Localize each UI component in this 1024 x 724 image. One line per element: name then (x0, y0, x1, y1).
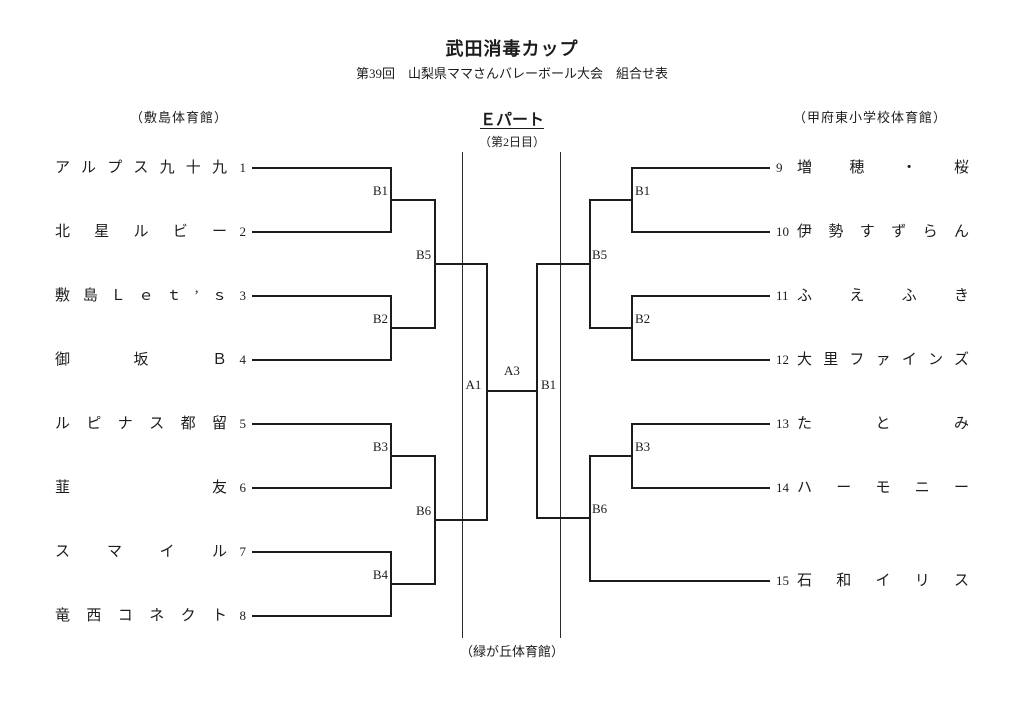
part-label: Ｅパート (479, 112, 544, 129)
team-name: ハーモニー (797, 480, 969, 496)
seed-number: 1 (239, 160, 247, 175)
day2-separator-left (462, 152, 463, 638)
match-label-semifinal-b1: B1 (541, 377, 557, 392)
bracket-line (589, 455, 633, 457)
bracket-line (252, 551, 392, 553)
match-label-left-b4: B4 (372, 567, 388, 582)
match-label-right-b3: B3 (635, 439, 651, 454)
bracket-line (252, 615, 392, 617)
team-name: ルピナス都留 (55, 416, 227, 432)
team-name: 伊勢すずらん (797, 224, 969, 240)
bracket-line (632, 487, 770, 489)
bracket-line (252, 295, 392, 297)
seed-number: 14 (776, 480, 789, 495)
team-name: たとみ (797, 416, 969, 432)
seed-number: 15 (776, 573, 789, 588)
bracket-line (390, 583, 436, 585)
bracket-line (632, 231, 770, 233)
seed-number: 12 (776, 352, 789, 367)
bracket-line (252, 231, 392, 233)
page-title: 武田消毒カップ (445, 39, 579, 59)
seed-number: 11 (776, 288, 789, 303)
bracket-line (536, 263, 591, 265)
team-name: 竜西コネクト (55, 608, 227, 624)
seed-number: 7 (239, 544, 247, 559)
bracket-line-final (486, 390, 538, 392)
venue-right-label: （甲府東小学校体育館） (793, 110, 948, 125)
seed-number: 5 (239, 416, 247, 431)
team-name: 敷島Ｌｅｔ’ｓ (55, 288, 227, 304)
team-name: ふえふき (797, 288, 969, 304)
team-name: 韮友 (55, 480, 227, 496)
match-label-left-b6: B6 (416, 503, 432, 518)
team-name: スマイル (55, 544, 227, 560)
match-label-final-a3: A3 (504, 363, 520, 378)
bracket-line (536, 263, 538, 519)
day-label: （第2日目） (478, 135, 545, 149)
match-label-right-b5: B5 (592, 247, 608, 262)
seed-number: 6 (239, 480, 247, 495)
venue-left-label: （敷島体育館） (130, 110, 229, 125)
bracket-line (252, 167, 392, 169)
match-label-left-b2: B2 (372, 311, 388, 326)
match-label-left-b3: B3 (372, 439, 388, 454)
seed-number: 10 (776, 224, 789, 239)
seed-number: 8 (239, 608, 247, 623)
match-label-right-b1: B1 (635, 183, 651, 198)
match-label-right-b2: B2 (635, 311, 651, 326)
team-name: 北星ルビー (55, 224, 227, 240)
match-label-left-b1: B1 (372, 183, 388, 198)
bracket-line (434, 519, 488, 521)
bracket-line (632, 359, 770, 361)
match-label-left-b5: B5 (416, 247, 432, 262)
seed-number: 13 (776, 416, 789, 431)
seed-number: 9 (776, 160, 783, 175)
bracket-line (589, 327, 633, 329)
match-label-semifinal-a1: A1 (465, 377, 482, 392)
bracket-line (390, 327, 436, 329)
bracket-line (390, 455, 436, 457)
team-name: アルプス九十九 (55, 160, 227, 176)
bracket-line (632, 423, 770, 425)
page-subtitle: 第39回 山梨県ママさんバレーボール大会 組合せ表 (355, 66, 668, 81)
bracket-line (252, 359, 392, 361)
bracket-line (632, 167, 770, 169)
bracket-line (486, 263, 488, 521)
day2-separator-right (560, 152, 561, 638)
bracket-line (632, 295, 770, 297)
match-label-right-b6: B6 (592, 501, 608, 516)
bracket-line (252, 423, 392, 425)
bracket-line (589, 580, 770, 582)
seed-number: 4 (239, 352, 247, 367)
bracket-line (434, 263, 488, 265)
team-name: 御坂Ｂ (55, 352, 227, 368)
venue-bottom-label: （緑が丘体育館） (459, 644, 564, 659)
bracket-line (589, 199, 633, 201)
team-name: 石和イリス (797, 573, 969, 589)
team-name: 増穂・桜 (797, 160, 969, 176)
bracket-line (252, 487, 392, 489)
team-name: 大里ファインズ (797, 352, 969, 368)
seed-number: 3 (239, 288, 247, 303)
bracket-line (536, 517, 591, 519)
bracket-line (390, 199, 436, 201)
seed-number: 2 (239, 224, 247, 239)
